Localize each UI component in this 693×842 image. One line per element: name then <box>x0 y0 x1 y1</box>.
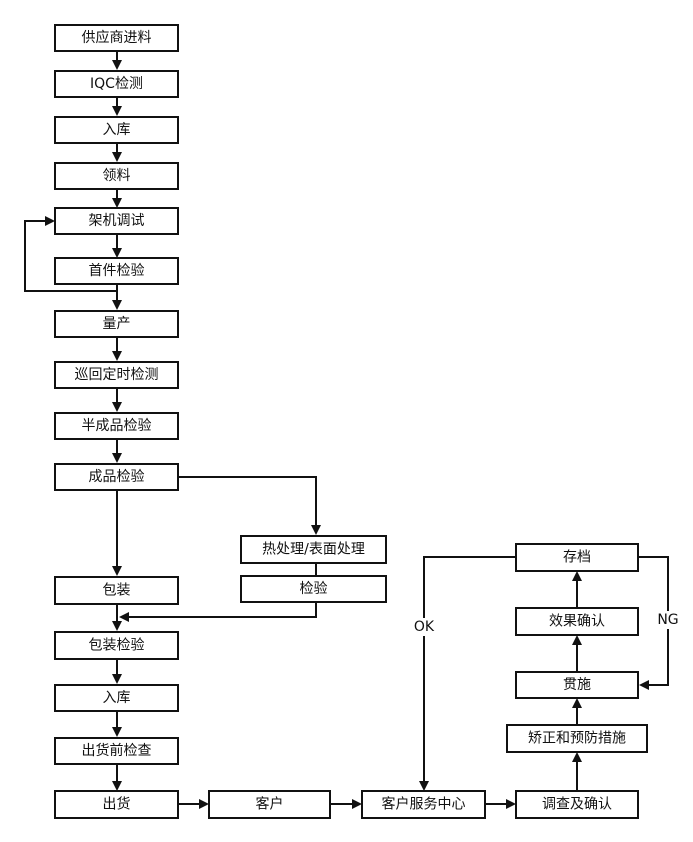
arrowhead <box>199 799 209 809</box>
ok-label: OK <box>414 619 435 635</box>
node-label: 领料 <box>103 168 131 184</box>
arrowhead <box>112 152 122 162</box>
node-machine-setup: 架机调试 <box>54 207 179 235</box>
node-storage-in-2: 入库 <box>54 684 179 712</box>
node-label: 包装 <box>103 583 131 599</box>
node-storage-in-1: 入库 <box>54 116 179 144</box>
node-label: 效果确认 <box>549 614 605 630</box>
node-implementation: 贯施 <box>515 671 639 699</box>
edge-ok-archive-to-service <box>423 556 516 783</box>
node-label: 贯施 <box>563 677 591 693</box>
node-archive: 存档 <box>515 543 639 572</box>
node-label: 包装检验 <box>89 638 145 654</box>
edge-inspection-to-main <box>126 602 317 618</box>
node-label: 巡回定时检测 <box>75 367 159 383</box>
ng-label-bg <box>656 611 680 629</box>
arrowhead <box>572 698 582 708</box>
node-label: 量产 <box>103 316 131 332</box>
ok-label-bg <box>412 618 436 636</box>
node-label: 出货前检查 <box>82 742 152 759</box>
node-label: 出货 <box>103 796 131 813</box>
node-label: 架机调试 <box>89 213 145 229</box>
node-customer: 客户 <box>208 790 331 819</box>
arrowhead <box>112 566 122 576</box>
arrowhead <box>112 674 122 684</box>
arrowhead <box>112 300 122 310</box>
edge-finished-to-treatment <box>178 476 317 528</box>
node-label: 检验 <box>300 581 328 597</box>
arrowhead <box>311 525 321 535</box>
connectors <box>24 51 669 809</box>
arrowhead <box>352 799 362 809</box>
node-packaging-inspection: 包装检验 <box>54 631 179 660</box>
arrowhead <box>112 248 122 258</box>
node-label: 半成品检验 <box>82 418 152 434</box>
arrowhead <box>112 351 122 361</box>
arrowhead <box>572 571 582 581</box>
node-packaging: 包装 <box>54 576 179 605</box>
arrowhead <box>572 635 582 645</box>
node-label: 首件检验 <box>89 263 145 279</box>
arrowhead <box>112 106 122 116</box>
arrowhead <box>112 60 122 70</box>
node-semi-finished-inspection: 半成品检验 <box>54 412 179 440</box>
arrowhead <box>119 612 129 622</box>
edge-loop-back-to-setup <box>24 220 117 292</box>
node-label: 存档 <box>563 550 591 566</box>
node-first-article-inspection: 首件检验 <box>54 257 179 285</box>
arrowhead <box>419 781 429 791</box>
node-mass-production: 量产 <box>54 310 179 338</box>
edge-labels: OK NG <box>412 611 680 636</box>
node-investigation-confirmation: 调查及确认 <box>515 790 639 819</box>
node-effect-confirmation: 效果确认 <box>515 607 639 636</box>
node-label: 热处理/表面处理 <box>262 542 365 558</box>
node-label: 调查及确认 <box>542 797 612 813</box>
node-material-pick: 领料 <box>54 162 179 190</box>
node-treatment-inspection: 检验 <box>240 575 387 603</box>
node-customer-service-center: 客户服务中心 <box>361 790 486 819</box>
arrowhead <box>112 453 122 463</box>
arrowhead <box>112 198 122 208</box>
node-label: IQC检测 <box>90 76 143 92</box>
node-label: 入库 <box>103 122 131 138</box>
node-heat-surface-treatment: 热处理/表面处理 <box>240 535 387 564</box>
arrowhead <box>506 799 516 809</box>
nodes: 供应商进料 IQC检测 入库 领料 架机调试 首件检验 量产 巡回定时检测 <box>54 24 648 819</box>
node-finished-inspection: 成品检验 <box>54 463 179 491</box>
node-label: 成品检验 <box>89 469 145 485</box>
arrowhead <box>45 216 55 226</box>
node-label: 客户 <box>256 796 284 813</box>
arrowhead <box>112 781 122 791</box>
arrowhead <box>639 680 649 690</box>
arrowhead <box>572 752 582 762</box>
arrowhead <box>112 727 122 737</box>
node-supplier-incoming: 供应商进料 <box>54 24 179 52</box>
ng-label: NG <box>657 612 678 628</box>
node-corrective-preventive-action: 矫正和预防措施 <box>506 724 648 753</box>
node-iqc-inspection: IQC检测 <box>54 70 179 98</box>
node-patrol-inspection: 巡回定时检测 <box>54 361 179 389</box>
node-shipment: 出货 <box>54 790 179 819</box>
node-pre-shipment-inspection: 出货前检查 <box>54 737 179 765</box>
arrowhead <box>112 402 122 412</box>
node-label: 入库 <box>103 690 131 706</box>
node-label: 客户服务中心 <box>382 796 466 813</box>
node-label: 供应商进料 <box>82 29 152 46</box>
arrowhead <box>112 621 122 631</box>
node-label: 矫正和预防措施 <box>528 731 626 747</box>
